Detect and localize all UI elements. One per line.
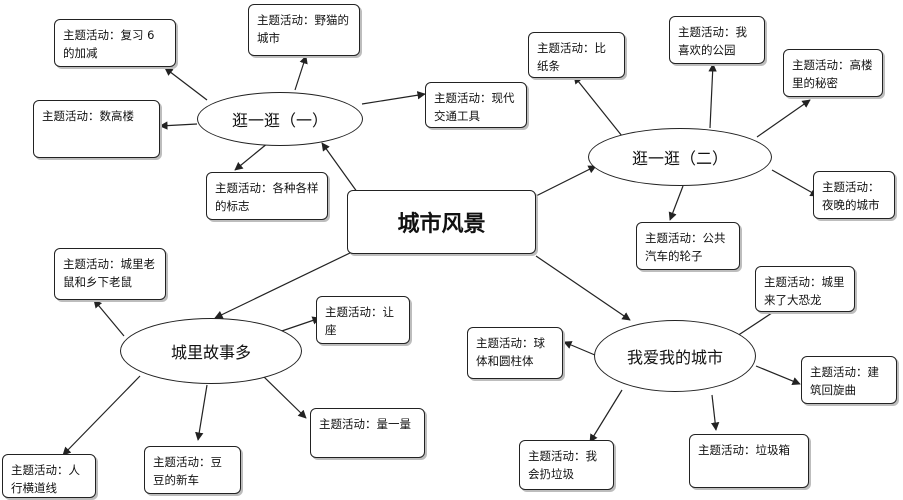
branch-node-4: 我爱我的城市 [594, 320, 756, 392]
activity-box-a5: 主题活动：各种各样的标志 [206, 172, 328, 220]
line-center-b1 [321, 142, 361, 197]
line-b1-a4 [159, 121, 198, 130]
activity-box-a17: 主题活动：球体和圆柱体 [467, 327, 563, 379]
activity-box-a1: 主题活动：复习 6 的加减 [54, 19, 176, 67]
line-b3-a11 [93, 299, 125, 337]
line-b4-a20 [710, 394, 720, 431]
activity-box-a7: 主题活动：我喜欢的公园 [669, 16, 765, 64]
activity-box-a10: 主题活动：公共汽车的轮子 [636, 222, 740, 270]
activity-box-a20: 主题活动：垃圾箱 [689, 434, 809, 488]
activity-box-a2: 主题活动：野猫的城市 [248, 4, 360, 56]
activity-box-a4: 主题活动：数高楼 [33, 100, 160, 158]
branch-node-1: 逛一逛（一） [197, 92, 363, 146]
activity-box-a18: 主题活动：建筑回旋曲 [801, 356, 897, 404]
line-center-b2 [535, 165, 597, 197]
line-b3-a13 [261, 374, 307, 419]
line-b3-a15 [195, 384, 208, 441]
line-b2-a10 [668, 185, 684, 221]
line-b2-a7 [708, 63, 717, 129]
line-b1-a1 [164, 67, 208, 101]
line-b4-a18 [755, 365, 801, 386]
line-b1-a5 [234, 142, 269, 171]
activity-box-a11: 主题活动：城里老鼠和乡下老鼠 [54, 248, 166, 300]
branch-node-3: 城里故事多 [120, 318, 302, 384]
line-b2-a9 [771, 169, 819, 197]
activity-box-a16: 主题活动：城里来了大恐龙 [755, 266, 855, 312]
line-b1-a2 [294, 55, 308, 91]
activity-box-a13: 主题活动：量一量 [310, 408, 425, 458]
line-b3-a14 [62, 375, 141, 456]
activity-box-a19: 主题活动：我会扔垃圾 [519, 440, 614, 490]
line-b2-a6 [573, 75, 623, 137]
activity-box-a15: 主题活动：豆豆的新车 [144, 446, 241, 494]
branch-node-2: 逛一逛（二） [588, 128, 772, 186]
line-b4-a19 [589, 389, 623, 443]
line-b2-a8 [756, 99, 811, 138]
activity-box-a12: 主题活动：让座 [316, 296, 410, 344]
activity-box-a8: 主题活动：高楼里的秘密 [783, 49, 883, 97]
activity-box-a3: 主题活动：现代交通工具 [425, 82, 527, 128]
activity-box-a14: 主题活动：人行横道线 [2, 454, 96, 498]
activity-box-a9: 主题活动：夜晚的城市 [813, 171, 895, 219]
line-center-b3 [214, 251, 353, 319]
line-b1-a3 [361, 91, 426, 105]
center-topic: 城市风景 [347, 190, 536, 254]
line-center-b4 [535, 255, 631, 321]
activity-box-a6: 主题活动：比纸条 [528, 32, 625, 78]
